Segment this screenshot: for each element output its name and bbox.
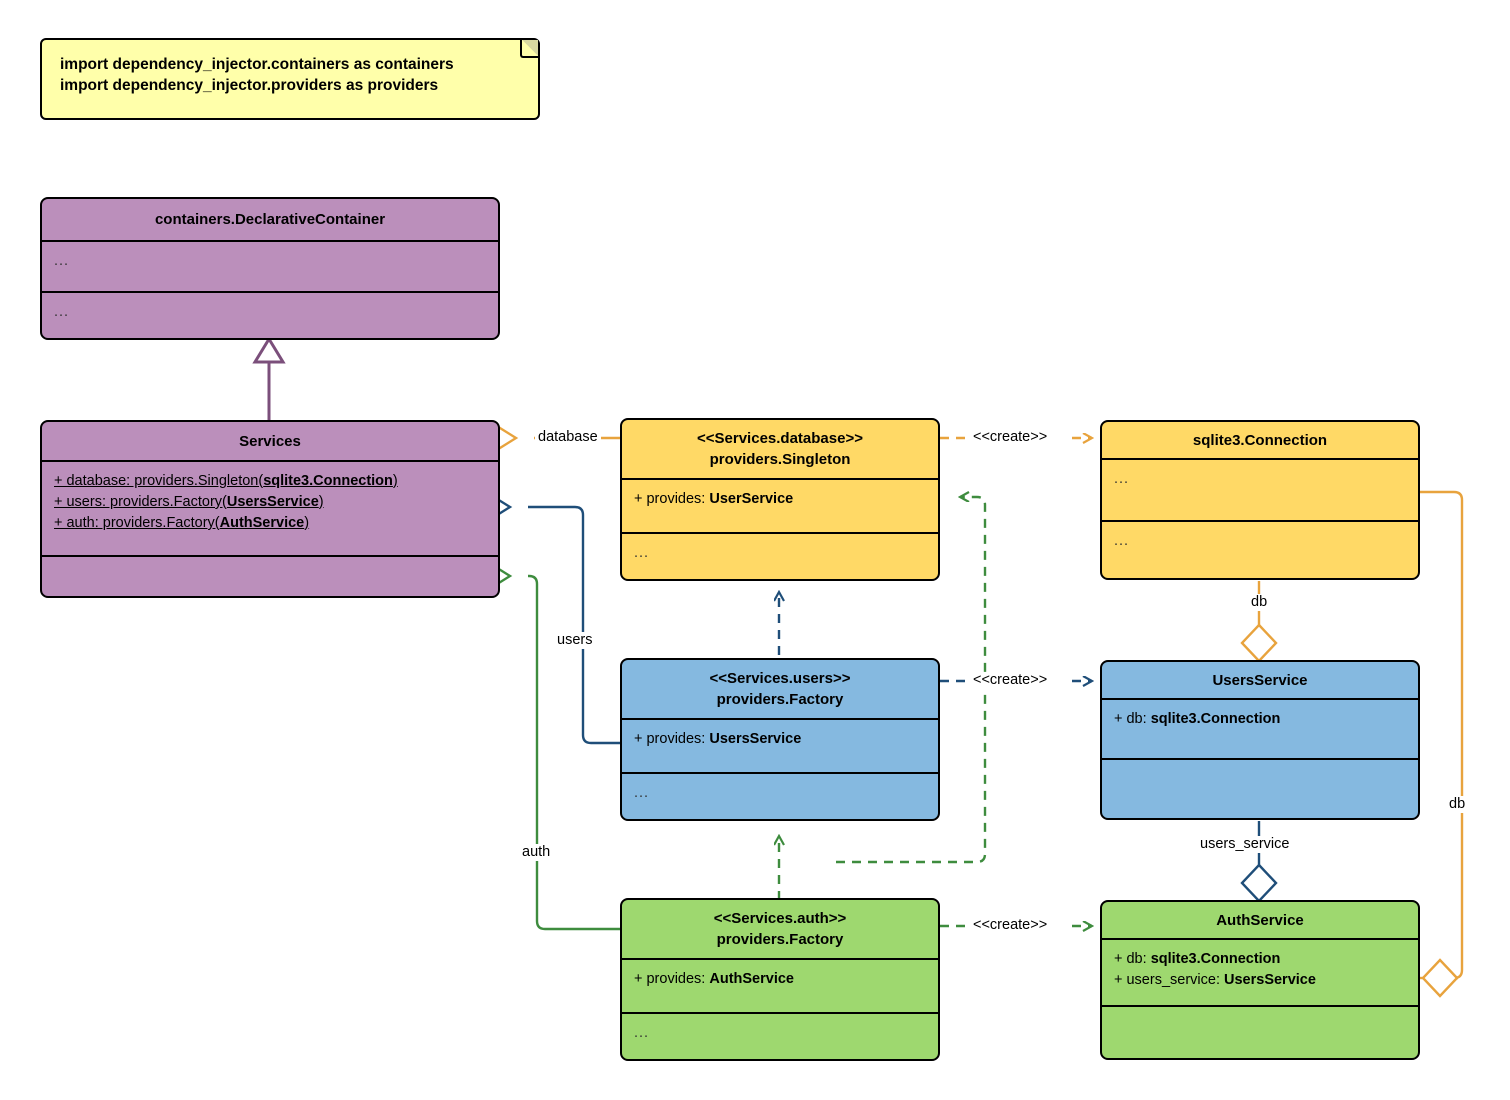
class-box-services-users[interactable]: <<Services.users>> providers.Factory + p… xyxy=(620,658,940,821)
divider xyxy=(1102,698,1418,700)
divider xyxy=(1102,1005,1418,1007)
divider xyxy=(1102,758,1418,760)
class-box-users-service[interactable]: UsersService + db: sqlite3.Connection xyxy=(1100,660,1420,820)
divider xyxy=(622,532,938,534)
divider xyxy=(42,555,498,557)
class-stereotype-services-database: <<Services.database>> xyxy=(697,430,863,447)
divider xyxy=(1102,458,1418,460)
class-attributes-services-auth: + provides: AuthService xyxy=(634,971,794,987)
class-methods-users-service xyxy=(1102,760,1418,818)
edge-label-database: database xyxy=(535,429,601,446)
class-methods-services xyxy=(42,557,498,596)
class-title-services: Services xyxy=(239,432,301,450)
attribute-db-type: sqlite3.Connection xyxy=(1150,711,1281,727)
edge-label-users-service: users_service xyxy=(1197,836,1293,853)
note-line-2: import dependency_injector.providers as … xyxy=(60,77,439,94)
edge-association-auth xyxy=(475,564,620,931)
class-box-services-database[interactable]: <<Services.database>> providers.Singleto… xyxy=(620,418,940,581)
class-methods-sqlite3-connection: ... xyxy=(1114,533,1130,549)
class-box-declarative-container[interactable]: containers.DeclarativeContainer ... ... xyxy=(40,197,500,340)
note-line-1: import dependency_injector.containers as… xyxy=(60,56,454,73)
note-fold-icon xyxy=(520,40,538,58)
attribute-auth: + auth: providers.Factory(AuthService) xyxy=(54,515,310,531)
divider xyxy=(1102,520,1418,522)
attribute-db: + db: sqlite3.Connection xyxy=(1114,951,1281,967)
class-methods-services-database: ... xyxy=(634,545,650,561)
import-note: import dependency_injector.containers as… xyxy=(40,38,540,120)
attribute-users: + users: providers.Factory(UsersService) xyxy=(54,494,324,510)
edge-label-db-usersservice: db xyxy=(1248,594,1271,611)
provides-value: AuthService xyxy=(709,971,794,987)
divider xyxy=(42,291,498,293)
class-title-services-auth: <<Services.auth>> providers.Factory xyxy=(713,910,847,948)
edge-aggregation-usersservice-authservice xyxy=(1240,821,1278,903)
class-stereotype-services-users: <<Services.users>> xyxy=(709,670,851,687)
edge-label-create-users: <<create>> xyxy=(970,672,1051,689)
edge-aggregation-db-authservice xyxy=(1420,490,1464,998)
divider xyxy=(1102,938,1418,940)
class-attributes-services-database: + provides: UserService xyxy=(634,491,794,507)
class-title-auth-service: AuthService xyxy=(1216,911,1304,929)
class-attributes-sqlite3-connection: ... xyxy=(1114,471,1130,487)
class-stereotype-services-auth: <<Services.auth>> xyxy=(713,910,847,927)
class-title-services-users: <<Services.users>> providers.Factory xyxy=(709,670,851,708)
class-box-services[interactable]: Services + database: providers.Singleton… xyxy=(40,420,500,598)
class-title-users-service: UsersService xyxy=(1212,671,1308,689)
divider xyxy=(622,1012,938,1014)
divider xyxy=(42,460,498,462)
class-box-services-auth[interactable]: <<Services.auth>> providers.Factory + pr… xyxy=(620,898,940,1061)
divider xyxy=(622,478,938,480)
edge-label-create-database: <<create>> xyxy=(970,429,1051,446)
divider xyxy=(42,240,498,242)
class-title-declarative-container: containers.DeclarativeContainer xyxy=(154,211,386,228)
class-attributes-services-users: + provides: UsersService xyxy=(634,731,802,747)
class-methods-services-auth: ... xyxy=(634,1025,650,1041)
class-attributes-auth-service: + db: sqlite3.Connection + users_service… xyxy=(1102,940,1418,1005)
attribute-users-service: + users_service: UsersService xyxy=(1114,972,1316,988)
provides-value: UsersService xyxy=(709,731,802,747)
edge-inheritance-services-declarativecontainer xyxy=(252,336,286,420)
edge-label-create-auth: <<create>> xyxy=(970,917,1051,934)
class-attributes-declarative-container: ... xyxy=(54,253,70,269)
attribute-database: + database: providers.Singleton(sqlite3.… xyxy=(54,473,398,489)
provides-value: UserService xyxy=(709,491,794,507)
class-box-auth-service[interactable]: AuthService + db: sqlite3.Connection + u… xyxy=(1100,900,1420,1060)
divider xyxy=(622,772,938,774)
class-title-services-database: <<Services.database>> providers.Singleto… xyxy=(697,430,863,468)
class-methods-auth-service xyxy=(1102,1007,1418,1058)
class-title-sqlite3-connection: sqlite3.Connection xyxy=(1192,431,1328,449)
edge-aggregation-db-usersservice xyxy=(1240,581,1278,663)
edge-label-auth: auth xyxy=(519,844,554,861)
class-methods-services-users: ... xyxy=(634,785,650,801)
divider xyxy=(622,718,938,720)
class-attributes-services: + database: providers.Singleton(sqlite3.… xyxy=(42,462,498,555)
edge-label-users: users xyxy=(554,632,596,649)
divider xyxy=(622,958,938,960)
class-methods-declarative-container: ... xyxy=(54,304,70,320)
class-box-sqlite3-connection[interactable]: sqlite3.Connection ... ... xyxy=(1100,420,1420,580)
edge-label-db-authservice: db xyxy=(1446,796,1469,813)
class-attributes-users-service: + db: sqlite3.Connection xyxy=(1114,711,1281,727)
